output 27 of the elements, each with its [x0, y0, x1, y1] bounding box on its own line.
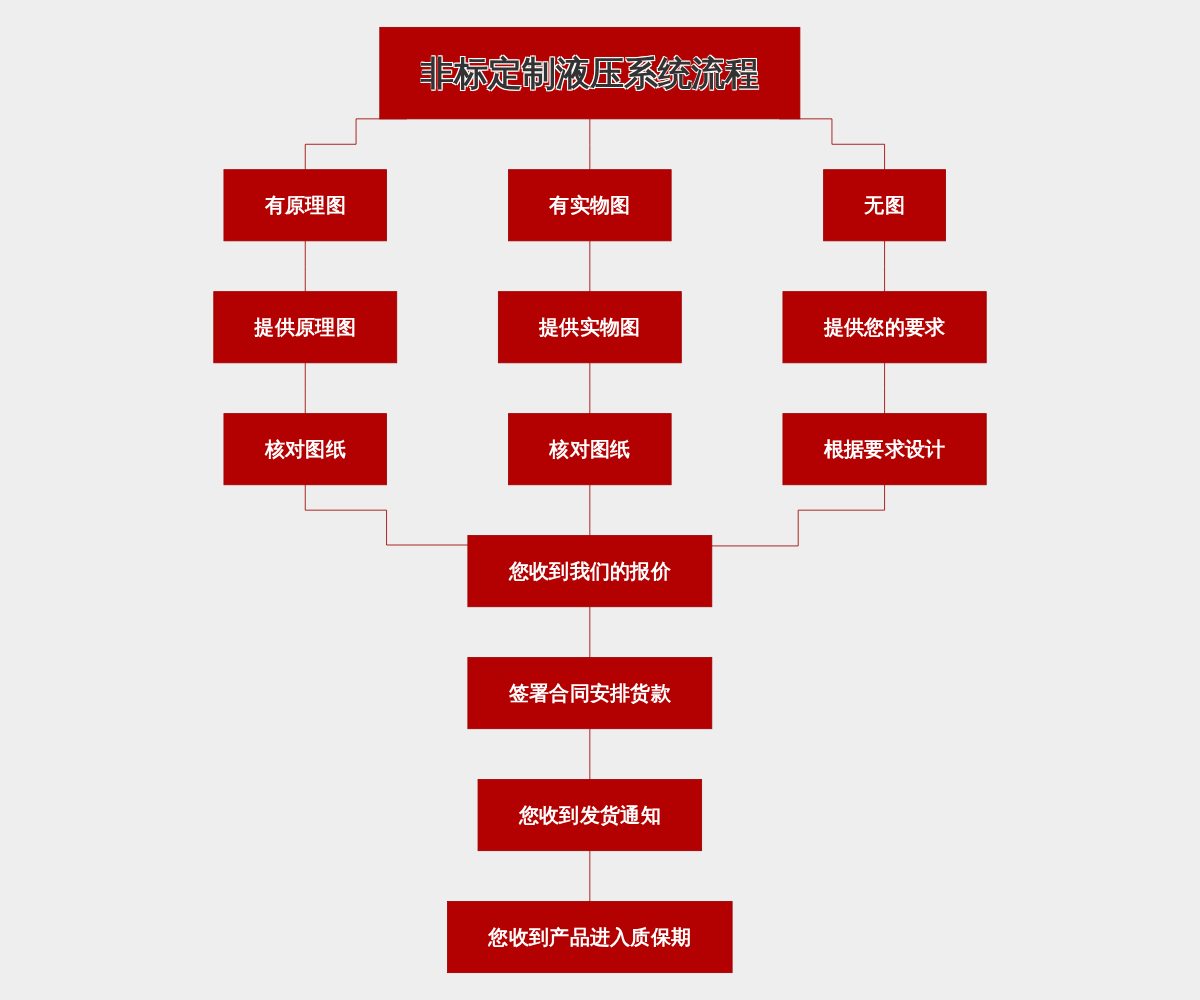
node-box: 无图 — [823, 169, 946, 242]
node-box: 有实物图 — [508, 169, 672, 242]
connector — [884, 362, 885, 415]
node-box: 提供实物图 — [497, 291, 682, 364]
connector — [589, 850, 591, 902]
node-box: 核对图纸 — [223, 413, 387, 486]
connector — [589, 240, 591, 293]
node-box: 核对图纸 — [508, 413, 672, 486]
connector — [304, 362, 306, 415]
connector — [589, 362, 591, 415]
node-box: 根据要求设计 — [782, 413, 987, 486]
connector — [589, 118, 591, 171]
connector — [589, 606, 591, 658]
node-box: 您收到发货通知 — [477, 779, 703, 852]
node-box: 您收到产品进入质保期 — [447, 901, 733, 974]
node-box: 提供您的要求 — [782, 291, 987, 364]
node-box: 提供原理图 — [213, 291, 398, 364]
connector — [589, 484, 591, 536]
node-box: 签署合同安排货款 — [467, 657, 713, 730]
node-box: 您收到我们的报价 — [467, 535, 713, 608]
connector — [711, 484, 885, 547]
connector — [589, 728, 591, 780]
connector — [304, 484, 469, 546]
node-box: 有原理图 — [223, 169, 387, 242]
connector — [884, 240, 885, 293]
node-box: 非标定制液压系统流程 — [379, 26, 801, 120]
connector — [304, 240, 306, 293]
